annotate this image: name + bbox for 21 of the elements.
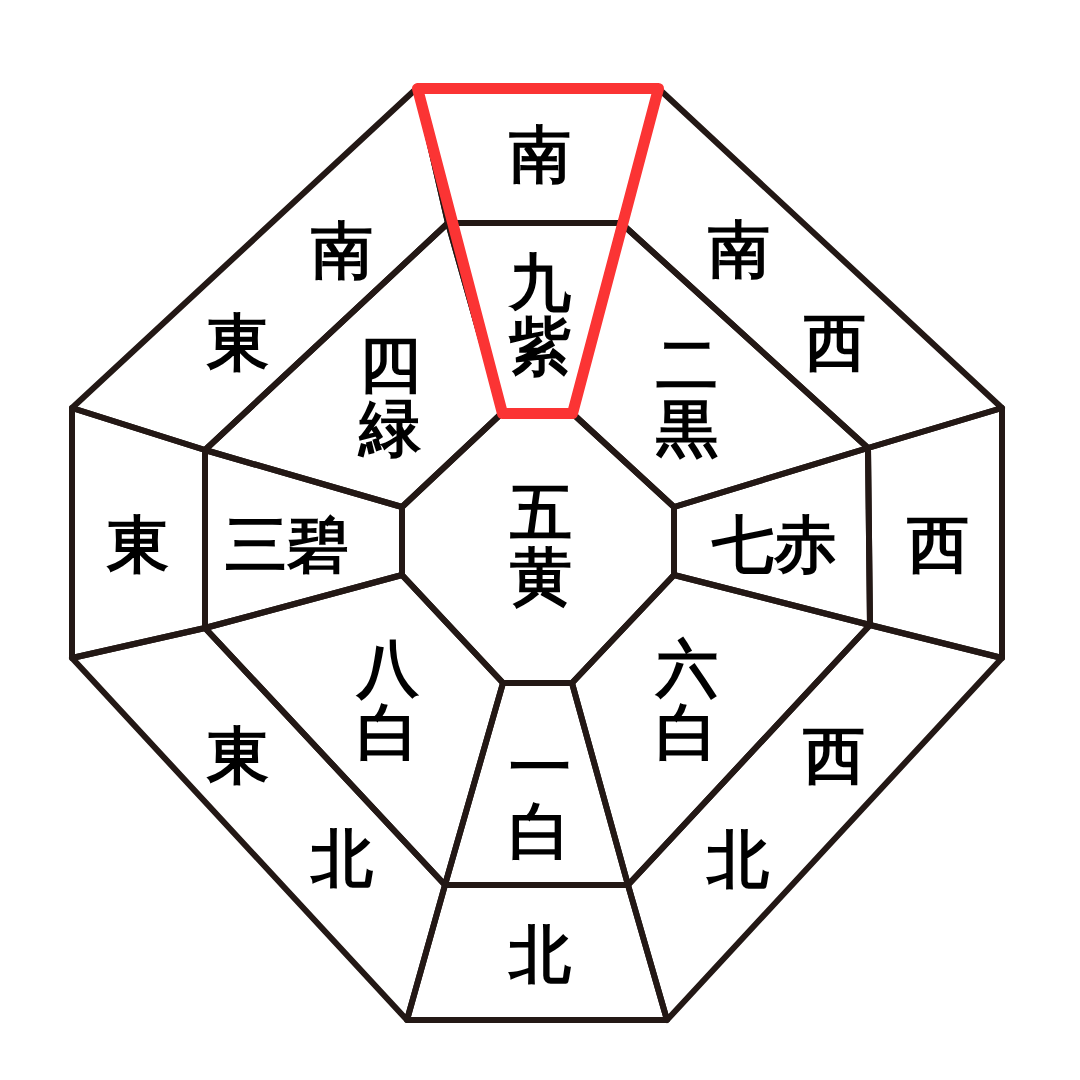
star-label: 三碧 — [225, 513, 349, 577]
star-label: 五黄 — [510, 481, 572, 609]
direction-label: 北 — [707, 828, 769, 892]
direction-label: 東 — [207, 311, 269, 375]
star-label: 一白 — [509, 736, 571, 864]
direction-label: 東 — [207, 724, 269, 788]
star-label: 二黒 — [656, 333, 718, 461]
direction-label: 南 — [509, 123, 571, 187]
star-label: 七赤 — [712, 513, 836, 577]
direction-label: 南 — [708, 218, 770, 282]
star-label: 四緑 — [359, 333, 421, 461]
direction-label: 南 — [311, 219, 373, 283]
star-label: 六白 — [656, 637, 718, 765]
direction-label: 西 — [907, 513, 969, 577]
direction-label: 西 — [804, 311, 866, 375]
direction-label: 西 — [803, 724, 865, 788]
direction-label: 東 — [107, 513, 169, 577]
direction-label: 北 — [509, 923, 571, 987]
star-label: 九紫 — [509, 251, 571, 379]
direction-label: 北 — [311, 827, 373, 891]
star-label: 八白 — [357, 637, 419, 765]
